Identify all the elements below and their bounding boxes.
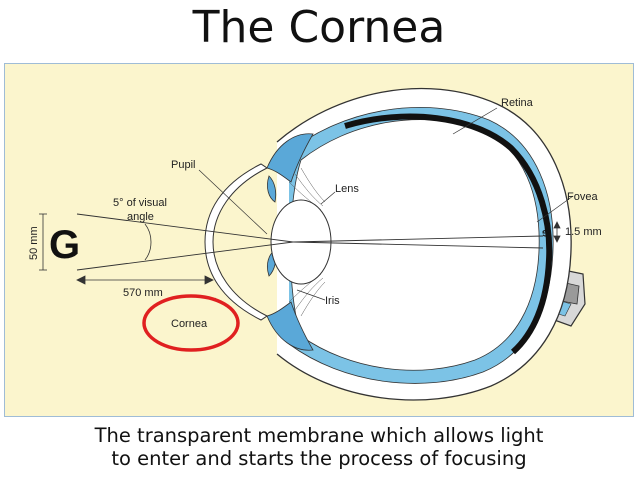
object-size-label: 50 mm — [28, 226, 40, 260]
object-size-bracket — [39, 213, 47, 271]
cornea-highlight-circle — [142, 294, 240, 352]
fovea-size-arrow — [553, 221, 561, 243]
retina-band — [344, 113, 553, 355]
eye-diagram: Retina Pupil Lens Fovea 1.5 mm 5° of vis… — [28, 87, 602, 401]
distance-label: 570 mm — [123, 287, 163, 299]
visual-angle-arc — [144, 223, 152, 261]
distance-arrow — [76, 275, 214, 285]
object-letter-g: G — [49, 223, 80, 267]
visual-angle-label-line1: 5° of visual — [113, 197, 167, 209]
fovea-label: Fovea — [567, 191, 598, 203]
cornea-label: Cornea — [171, 318, 208, 330]
retina-label: Retina — [501, 97, 534, 109]
light-rays — [76, 213, 544, 271]
fovea-size-label: 1.5 mm — [565, 226, 602, 238]
lens-label: Lens — [335, 183, 359, 195]
eye-diagram-panel: Retina Pupil Lens Fovea 1.5 mm 5° of vis… — [4, 63, 634, 417]
slide-title: The Cornea — [192, 2, 446, 53]
visual-angle-label-line2: angle — [127, 211, 154, 223]
leader-lines — [198, 107, 574, 311]
cornea — [204, 163, 268, 321]
pupil-label: Pupil — [171, 159, 195, 171]
caption: The transparent membrane which allows li… — [0, 424, 638, 470]
caption-line-2: to enter and starts the process of focus… — [111, 447, 527, 470]
caption-line-1: The transparent membrane which allows li… — [94, 424, 544, 447]
ciliary-body-upper — [266, 133, 314, 203]
retinal-image-inverted-g: G — [542, 228, 549, 238]
iris-label: Iris — [325, 295, 340, 307]
